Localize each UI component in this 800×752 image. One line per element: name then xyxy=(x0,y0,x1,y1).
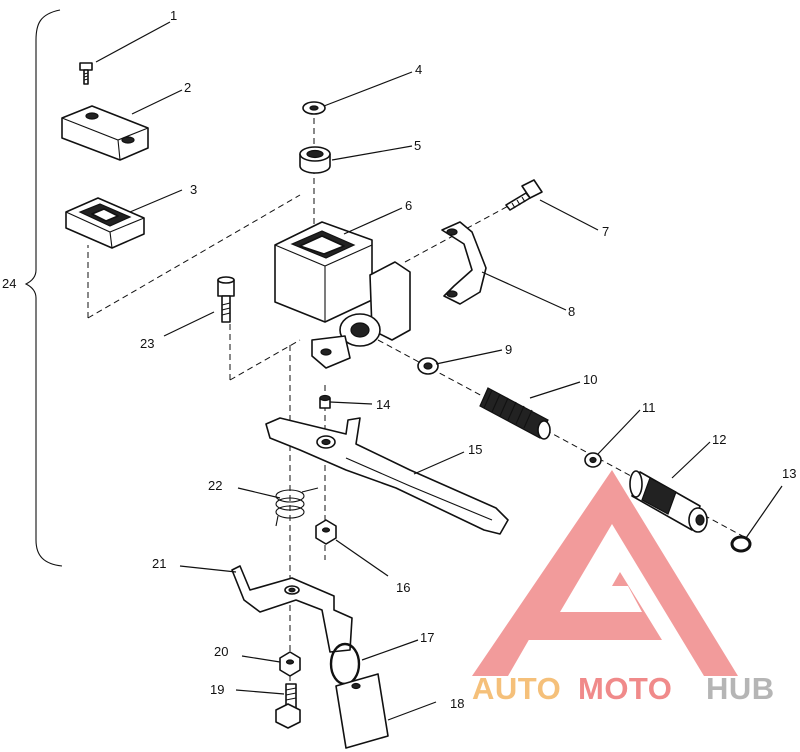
part-21-bracket xyxy=(231,565,353,653)
part-19-bolt xyxy=(275,683,301,729)
watermark-text-moto: MOTO xyxy=(578,671,672,706)
watermark-triangle xyxy=(472,470,738,676)
part-3-diaphragm xyxy=(65,197,145,249)
part-8-clamp xyxy=(441,221,487,305)
part-6-master-cylinder xyxy=(274,221,411,369)
part-16-nut xyxy=(315,519,337,545)
callout-17: 17 xyxy=(420,630,434,645)
callout-22: 22 xyxy=(208,478,222,493)
part-20-nut xyxy=(279,651,301,677)
part-15-lever xyxy=(265,417,509,535)
callout-8: 8 xyxy=(568,304,575,319)
part-22-torsion-spring xyxy=(275,487,319,527)
callout-9: 9 xyxy=(505,342,512,357)
part-9-washer xyxy=(417,357,439,375)
part-7-screw xyxy=(505,179,543,211)
part-1-screw xyxy=(79,62,93,85)
callout-1: 1 xyxy=(170,8,177,23)
callout-20: 20 xyxy=(214,644,228,659)
callout-5: 5 xyxy=(414,138,421,153)
callout-24: 24 xyxy=(2,276,16,291)
part-12-piston xyxy=(629,470,708,533)
callout-23: 23 xyxy=(140,336,154,351)
callout-18: 18 xyxy=(450,696,464,711)
watermark-text-auto: AUTO xyxy=(472,671,561,706)
callout-2: 2 xyxy=(184,80,191,95)
callout-10: 10 xyxy=(583,372,597,387)
part-10-spring xyxy=(479,387,551,440)
leader-lines xyxy=(95,21,783,721)
part-5-bushing xyxy=(299,146,331,174)
part-14-pin xyxy=(319,394,331,409)
part-11-washer xyxy=(584,452,602,468)
assembly-bracket xyxy=(24,9,63,567)
part-2-reservoir-cover xyxy=(61,105,149,161)
callout-15: 15 xyxy=(468,442,482,457)
part-4-washer xyxy=(302,101,326,115)
watermark-logo: AUTO MOTO HUB xyxy=(472,470,775,706)
part-23-bolt xyxy=(217,276,235,323)
callout-14: 14 xyxy=(376,397,390,412)
callout-13: 13 xyxy=(782,466,796,481)
callout-11: 11 xyxy=(642,400,656,415)
callout-16: 16 xyxy=(396,580,410,595)
watermark-text-hub: HUB xyxy=(706,671,775,706)
part-18-tag xyxy=(335,673,389,749)
callout-12: 12 xyxy=(712,432,726,447)
callout-19: 19 xyxy=(210,682,224,697)
callout-4: 4 xyxy=(415,62,422,77)
callout-21: 21 xyxy=(152,556,166,571)
part-13-o-ring xyxy=(730,535,752,553)
callout-7: 7 xyxy=(602,224,609,239)
callout-labels: 1 2 3 4 5 6 7 8 9 10 11 12 13 14 15 16 1… xyxy=(2,8,796,711)
callout-3: 3 xyxy=(190,182,197,197)
callout-6: 6 xyxy=(405,198,412,213)
